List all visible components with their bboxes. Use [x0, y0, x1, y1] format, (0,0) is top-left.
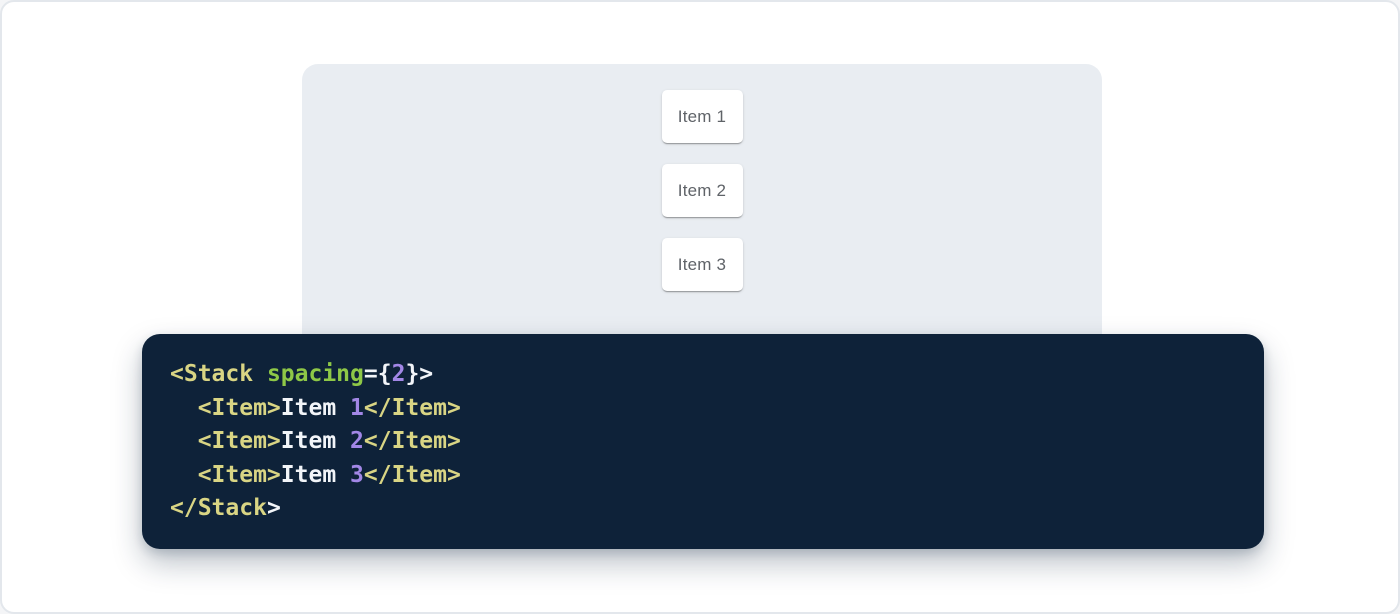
code-line: <Item>Item 2</Item>: [170, 425, 1236, 459]
code-line: <Item>Item 1</Item>: [170, 392, 1236, 426]
code-token-tag: <Stack: [170, 361, 267, 387]
code-token-tag: </Item>: [363, 428, 461, 454]
code-token-tag: <Item>: [170, 461, 281, 488]
code-line: <Item>Item 3</Item>: [170, 459, 1236, 493]
code-token-num: 2: [350, 428, 364, 454]
code-token-num: 3: [350, 461, 364, 488]
code-block: <Stack spacing={2}> <Item>Item 1</Item> …: [142, 334, 1264, 549]
code-line: </Stack>: [170, 492, 1236, 526]
code-token-num: 1: [350, 394, 364, 421]
code-token-plain: >: [266, 495, 281, 521]
code-token-tag: </Item>: [363, 394, 461, 421]
code-line: <Stack spacing={2}>: [170, 358, 1236, 392]
code-token-plain: }>: [405, 361, 434, 387]
stack-demo-panel: Item 1 Item 2 Item 3: [302, 64, 1102, 354]
stack-item-card: Item 1: [661, 90, 743, 143]
code-token-plain: ={: [363, 361, 392, 387]
code-token-plain: Item: [280, 428, 351, 454]
stack-item-card: Item 2: [661, 164, 743, 217]
code-token-plain: Item: [280, 461, 351, 488]
stack-item-card: Item 3: [661, 238, 743, 291]
code-token-attr: spacing: [266, 361, 364, 387]
code-token-tag: </Item>: [363, 461, 461, 488]
code-token-num: 2: [391, 361, 406, 387]
code-token-tag: <Item>: [170, 428, 281, 454]
code-token-plain: Item: [280, 394, 351, 421]
code-token-tag: </Stack: [170, 495, 267, 521]
code-token-tag: <Item>: [170, 394, 281, 421]
